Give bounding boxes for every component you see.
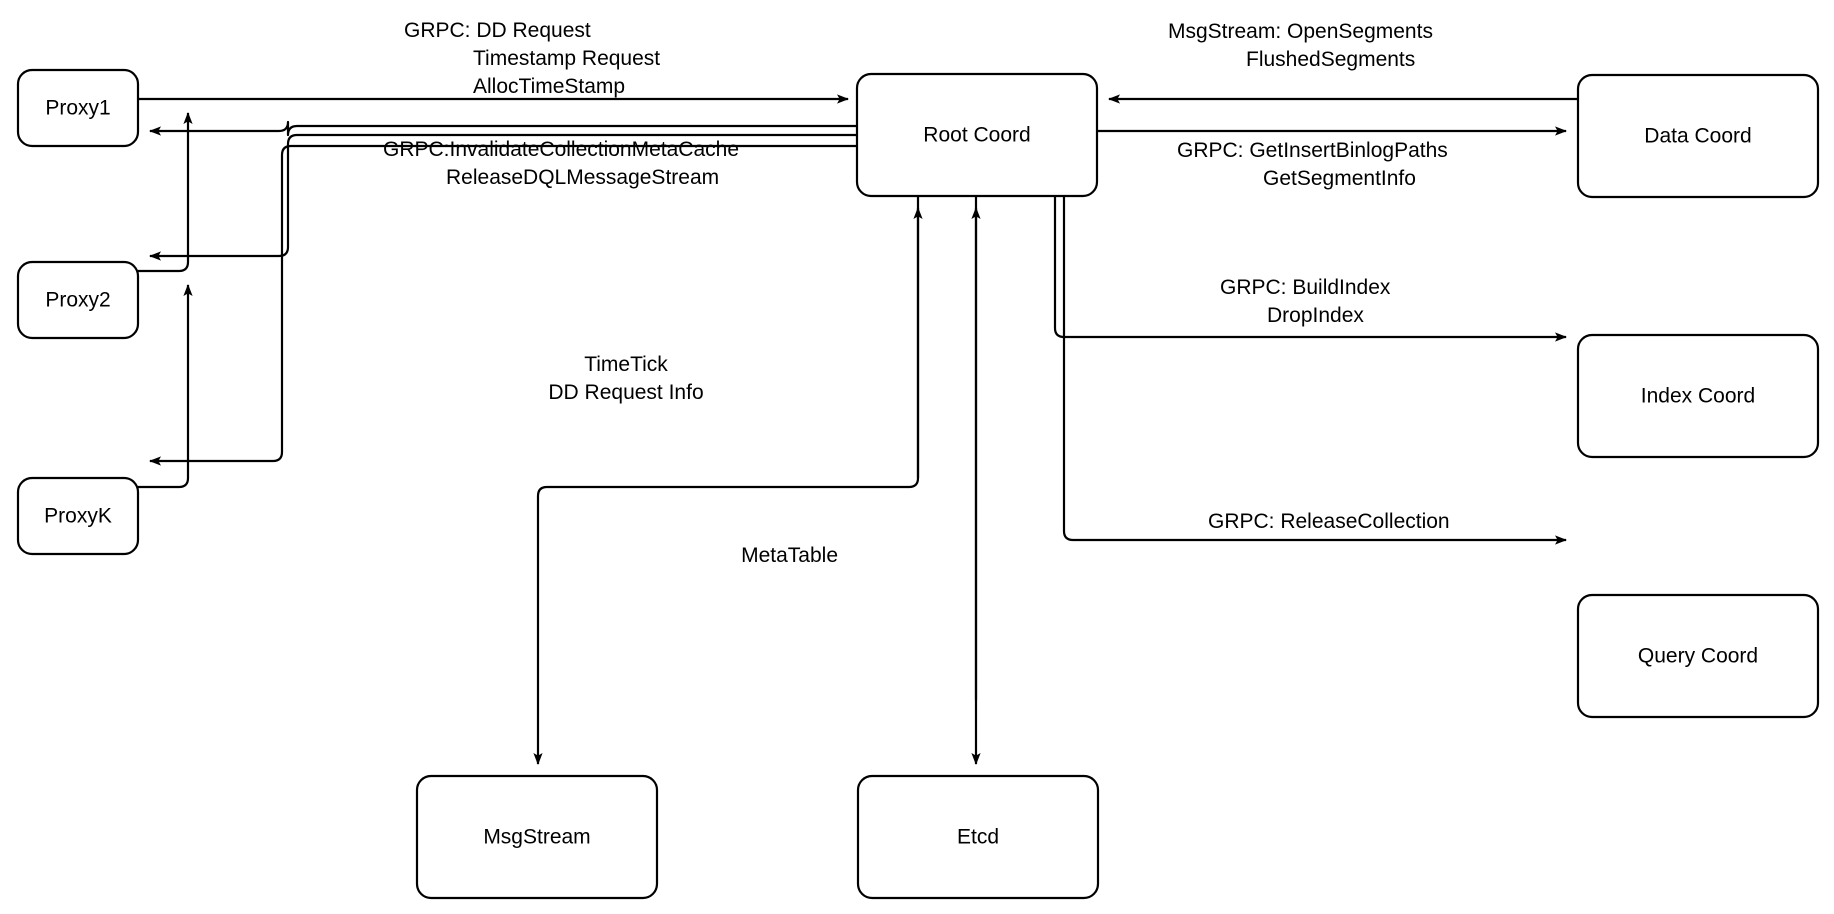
node-box-etcd[interactable] [856, 774, 1100, 900]
edge-label-line: MsgStream: OpenSegments [1168, 20, 1433, 43]
edge-label-root-to-proxy: GRPC:InvalidateCollectionMetaCacheReleas… [383, 138, 739, 189]
edge-label-line: TimeTick [584, 353, 668, 376]
node-datacoord[interactable]: Data Coord [1576, 73, 1820, 199]
edge-label-line: GRPC:InvalidateCollectionMetaCache [383, 138, 739, 161]
edge-label-root-to-etcd: MetaTable [741, 544, 838, 567]
node-proxyk[interactable]: ProxyK [16, 476, 140, 556]
node-label-datacoord: Data Coord [1644, 125, 1751, 148]
node-label-querycoord: Query Coord [1638, 645, 1758, 668]
node-label-indexcoord: Index Coord [1641, 385, 1755, 408]
edge-label-line: AllocTimeStamp [473, 75, 625, 98]
edge-proxyk-to-rootcoord-riser [138, 284, 193, 489]
node-label-proxy1: Proxy1 [45, 97, 110, 120]
node-proxy1[interactable]: Proxy1 [16, 68, 140, 148]
node-etcd[interactable]: Etcd [856, 774, 1100, 900]
node-box-msgstream[interactable] [415, 774, 659, 900]
node-msgstream[interactable]: MsgStream [415, 774, 659, 900]
node-box-rootcoord[interactable] [855, 72, 1099, 198]
node-rootcoord[interactable]: Root Coord [855, 72, 1099, 198]
edge-rootcoord-to-querycoord [1062, 196, 1567, 545]
node-box-proxy2[interactable] [16, 260, 140, 340]
node-label-rootcoord: Root Coord [923, 124, 1030, 147]
node-box-indexcoord[interactable] [1576, 333, 1820, 459]
node-label-proxyk: ProxyK [44, 505, 112, 528]
edge-rootcoord-to-proxyk [149, 144, 857, 466]
edge-label-line: DropIndex [1267, 304, 1364, 327]
node-indexcoord[interactable]: Index Coord [1576, 333, 1820, 459]
edge-label-line: GRPC: GetInsertBinlogPaths [1177, 139, 1448, 162]
node-querycoord[interactable]: Query Coord [1576, 593, 1820, 719]
edge-label-root-to-msgstream: TimeTick DD Request Info [548, 353, 703, 404]
edge-rootcoord-to-msgstream [533, 196, 920, 765]
node-label-msgstream: MsgStream [483, 826, 590, 849]
node-box-proxy1[interactable] [16, 68, 140, 148]
edge-label-line: GRPC: DD Request [404, 19, 591, 42]
edge-label-line: GRPC: BuildIndex [1220, 276, 1391, 299]
edge-label-line: GetSegmentInfo [1263, 167, 1416, 190]
node-box-proxyk[interactable] [16, 476, 140, 556]
node-proxy2[interactable]: Proxy2 [16, 260, 140, 340]
edge-proxy2-to-rootcoord-riser [138, 112, 193, 273]
edge-label-line: DD Request Info [548, 381, 703, 404]
edge-label-root-to-querycoord: GRPC: ReleaseCollection [1208, 510, 1450, 533]
edge-label-line: ReleaseDQLMessageStream [446, 166, 719, 189]
node-box-querycoord[interactable] [1576, 593, 1820, 719]
node-box-datacoord[interactable] [1576, 73, 1820, 199]
edges-layer [138, 94, 1578, 765]
edge-rootcoord-to-proxy1 [149, 120, 857, 137]
edge-label-line: GRPC: ReleaseCollection [1208, 510, 1450, 533]
node-label-proxy2: Proxy2 [45, 289, 110, 312]
edge-label-line: MetaTable [741, 544, 838, 567]
edge-label-line: Timestamp Request [473, 47, 660, 70]
edge-label-line: FlushedSegments [1246, 48, 1415, 71]
node-label-etcd: Etcd [957, 826, 999, 849]
